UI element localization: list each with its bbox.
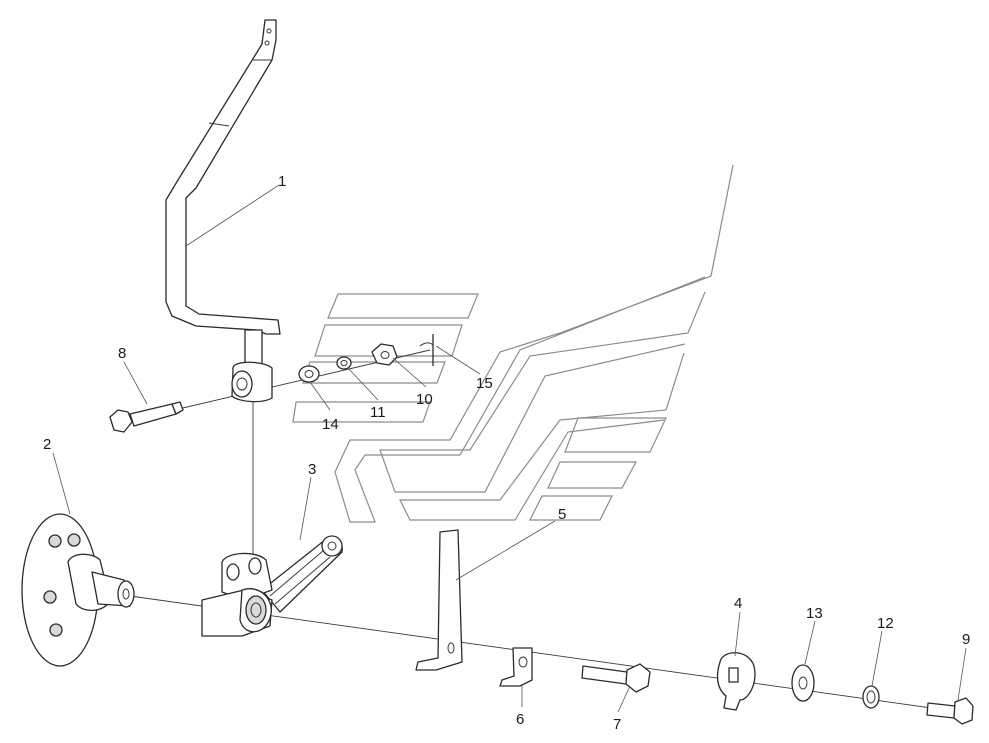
assembly-axis — [129, 349, 961, 713]
part-5-stop-plate — [415, 529, 463, 671]
callout-1: 1 — [278, 173, 286, 190]
part-11-spring-washer — [336, 356, 352, 370]
callout-labels: 1 2 3 4 5 6 7 8 9 10 11 12 13 14 15 — [43, 173, 970, 733]
callout-15: 15 — [476, 375, 493, 392]
part-4-locking-plate — [716, 652, 756, 711]
part-9-hex-bolt — [926, 697, 974, 725]
callout-8: 8 — [118, 345, 126, 362]
part-15-cotter-pin — [419, 334, 434, 366]
callout-3: 3 — [308, 461, 316, 478]
part-7-bolt — [581, 663, 651, 693]
watermark-logo — [292, 164, 734, 523]
part-12-spring-washer — [862, 685, 880, 709]
callout-4: 4 — [734, 595, 742, 612]
callout-11: 11 — [370, 404, 386, 421]
part-6-bracket — [499, 647, 533, 687]
callout-6: 6 — [516, 711, 524, 728]
part-3-shift-arm — [201, 535, 343, 637]
part-8-bolt — [109, 401, 184, 433]
part-2-flange-hub — [21, 513, 135, 667]
callout-13: 13 — [806, 605, 823, 622]
callout-12: 12 — [877, 615, 894, 632]
callout-5: 5 — [558, 506, 566, 523]
callout-7: 7 — [613, 716, 621, 733]
leader-lines — [52, 184, 967, 713]
part-14-washer — [298, 365, 320, 383]
part-1-shift-lever — [165, 19, 281, 403]
part-13-flat-washer — [791, 664, 815, 702]
callout-2: 2 — [43, 436, 51, 453]
callout-10: 10 — [416, 391, 433, 408]
callout-9: 9 — [962, 631, 970, 648]
callout-14: 14 — [322, 416, 339, 433]
part-10-castle-nut — [371, 343, 398, 366]
